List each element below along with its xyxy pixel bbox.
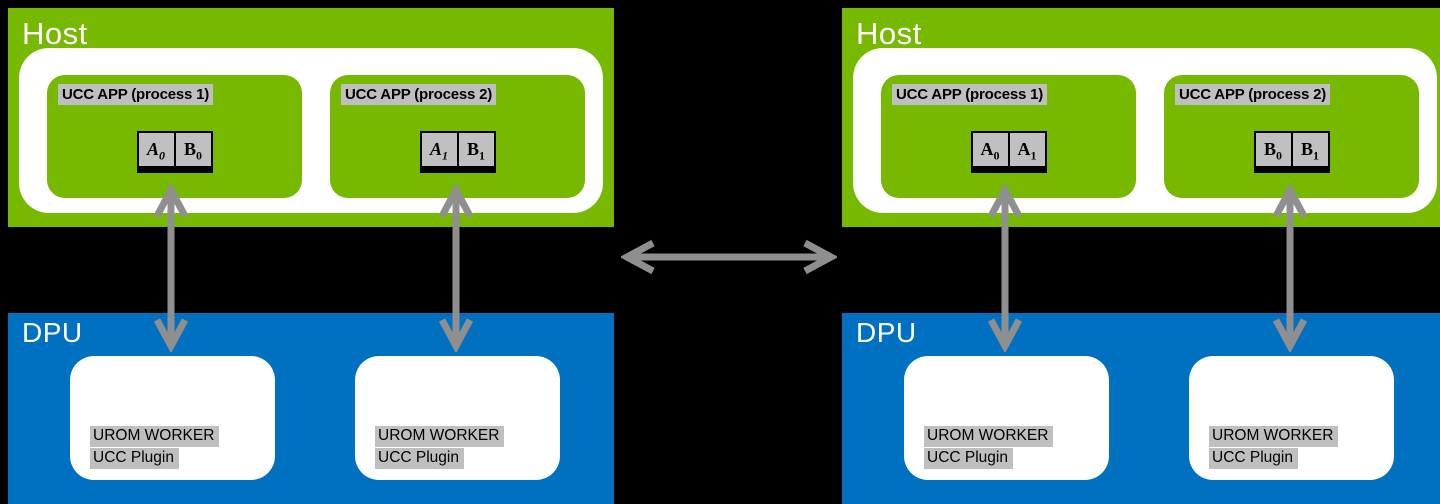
dpu-label: DPU [856,317,917,348]
buffer-pair: A0 A1 [970,131,1047,173]
worker-line1: UROM WORKER [924,426,1054,447]
dpu-label: DPU [22,317,83,348]
ucc-app-label: UCC APP (process 2) [341,84,497,105]
host-label: Host [22,16,88,51]
urom-worker-box: UROM WORKER UCC Plugin [904,356,1109,480]
dpu-box: DPU UROM WORKER UCC Plugin UROM WORKER U… [842,313,1440,504]
worker-line1: UROM WORKER [90,426,220,447]
bidirectional-vertical-arrow-icon [1272,184,1308,352]
urom-worker-text: UROM WORKER UCC Plugin [90,426,220,470]
bidirectional-vertical-arrow-icon [438,184,474,352]
urom-worker-text: UROM WORKER UCC Plugin [375,426,505,470]
ucc-app-process1-box: UCC APP (process 1) A0 B0 [47,75,302,198]
ucc-app-label: UCC APP (process 2) [1175,84,1331,105]
buffer-cell: B1 [1290,133,1328,166]
host-label: Host [856,16,922,51]
urom-worker-text: UROM WORKER UCC Plugin [924,426,1054,470]
worker-line2: UCC Plugin [1209,448,1298,469]
buffer-cell: B1 [456,133,494,166]
urom-worker-box: UROM WORKER UCC Plugin [70,356,275,480]
ucc-app-label: UCC APP (process 1) [892,84,1048,105]
buffer-cell: A0 [138,133,174,166]
bidirectional-horizontal-arrow-icon [621,239,837,275]
buffer-cell: A1 [1007,133,1045,166]
worker-line1: UROM WORKER [375,426,505,447]
host-inner-container: UCC APP (process 1) A0 A1 UCC APP (proce… [853,48,1437,213]
right-host-dpu-diagram: Host UCC APP (process 1) A0 A1 UCC APP (… [842,0,1440,504]
worker-line1: UROM WORKER [1209,426,1339,447]
ucc-app-process2-box: UCC APP (process 2) A1 B1 [330,75,585,198]
urom-worker-text: UROM WORKER UCC Plugin [1209,426,1339,470]
ucc-app-process1-box: UCC APP (process 1) A0 A1 [881,75,1136,198]
ucc-app-process2-box: UCC APP (process 2) B0 B1 [1164,75,1419,198]
urom-worker-box: UROM WORKER UCC Plugin [355,356,560,480]
dpu-box: DPU UROM WORKER UCC Plugin UROM WORKER U… [8,313,614,504]
buffer-pair: B0 B1 [1253,131,1330,173]
buffer-pair: A1 B1 [419,131,496,173]
host-box: Host UCC APP (process 1) A0 B0 UCC APP (… [8,8,614,227]
host-inner-container: UCC APP (process 1) A0 B0 UCC APP (proce… [19,48,603,213]
worker-line2: UCC Plugin [375,448,464,469]
bidirectional-vertical-arrow-icon [987,184,1023,352]
buffer-cell: A0 [972,133,1008,166]
bidirectional-vertical-arrow-icon [153,184,189,352]
worker-line2: UCC Plugin [90,448,179,469]
buffer-cell: B0 [173,133,211,166]
worker-line2: UCC Plugin [924,448,1013,469]
host-box: Host UCC APP (process 1) A0 A1 UCC APP (… [842,8,1440,227]
buffer-cell: B0 [1255,133,1291,166]
ucc-app-label: UCC APP (process 1) [58,84,214,105]
buffer-pair: A0 B0 [136,131,213,173]
left-host-dpu-diagram: Host UCC APP (process 1) A0 B0 UCC APP (… [8,0,614,504]
urom-worker-box: UROM WORKER UCC Plugin [1189,356,1394,480]
buffer-cell: A1 [421,133,457,166]
